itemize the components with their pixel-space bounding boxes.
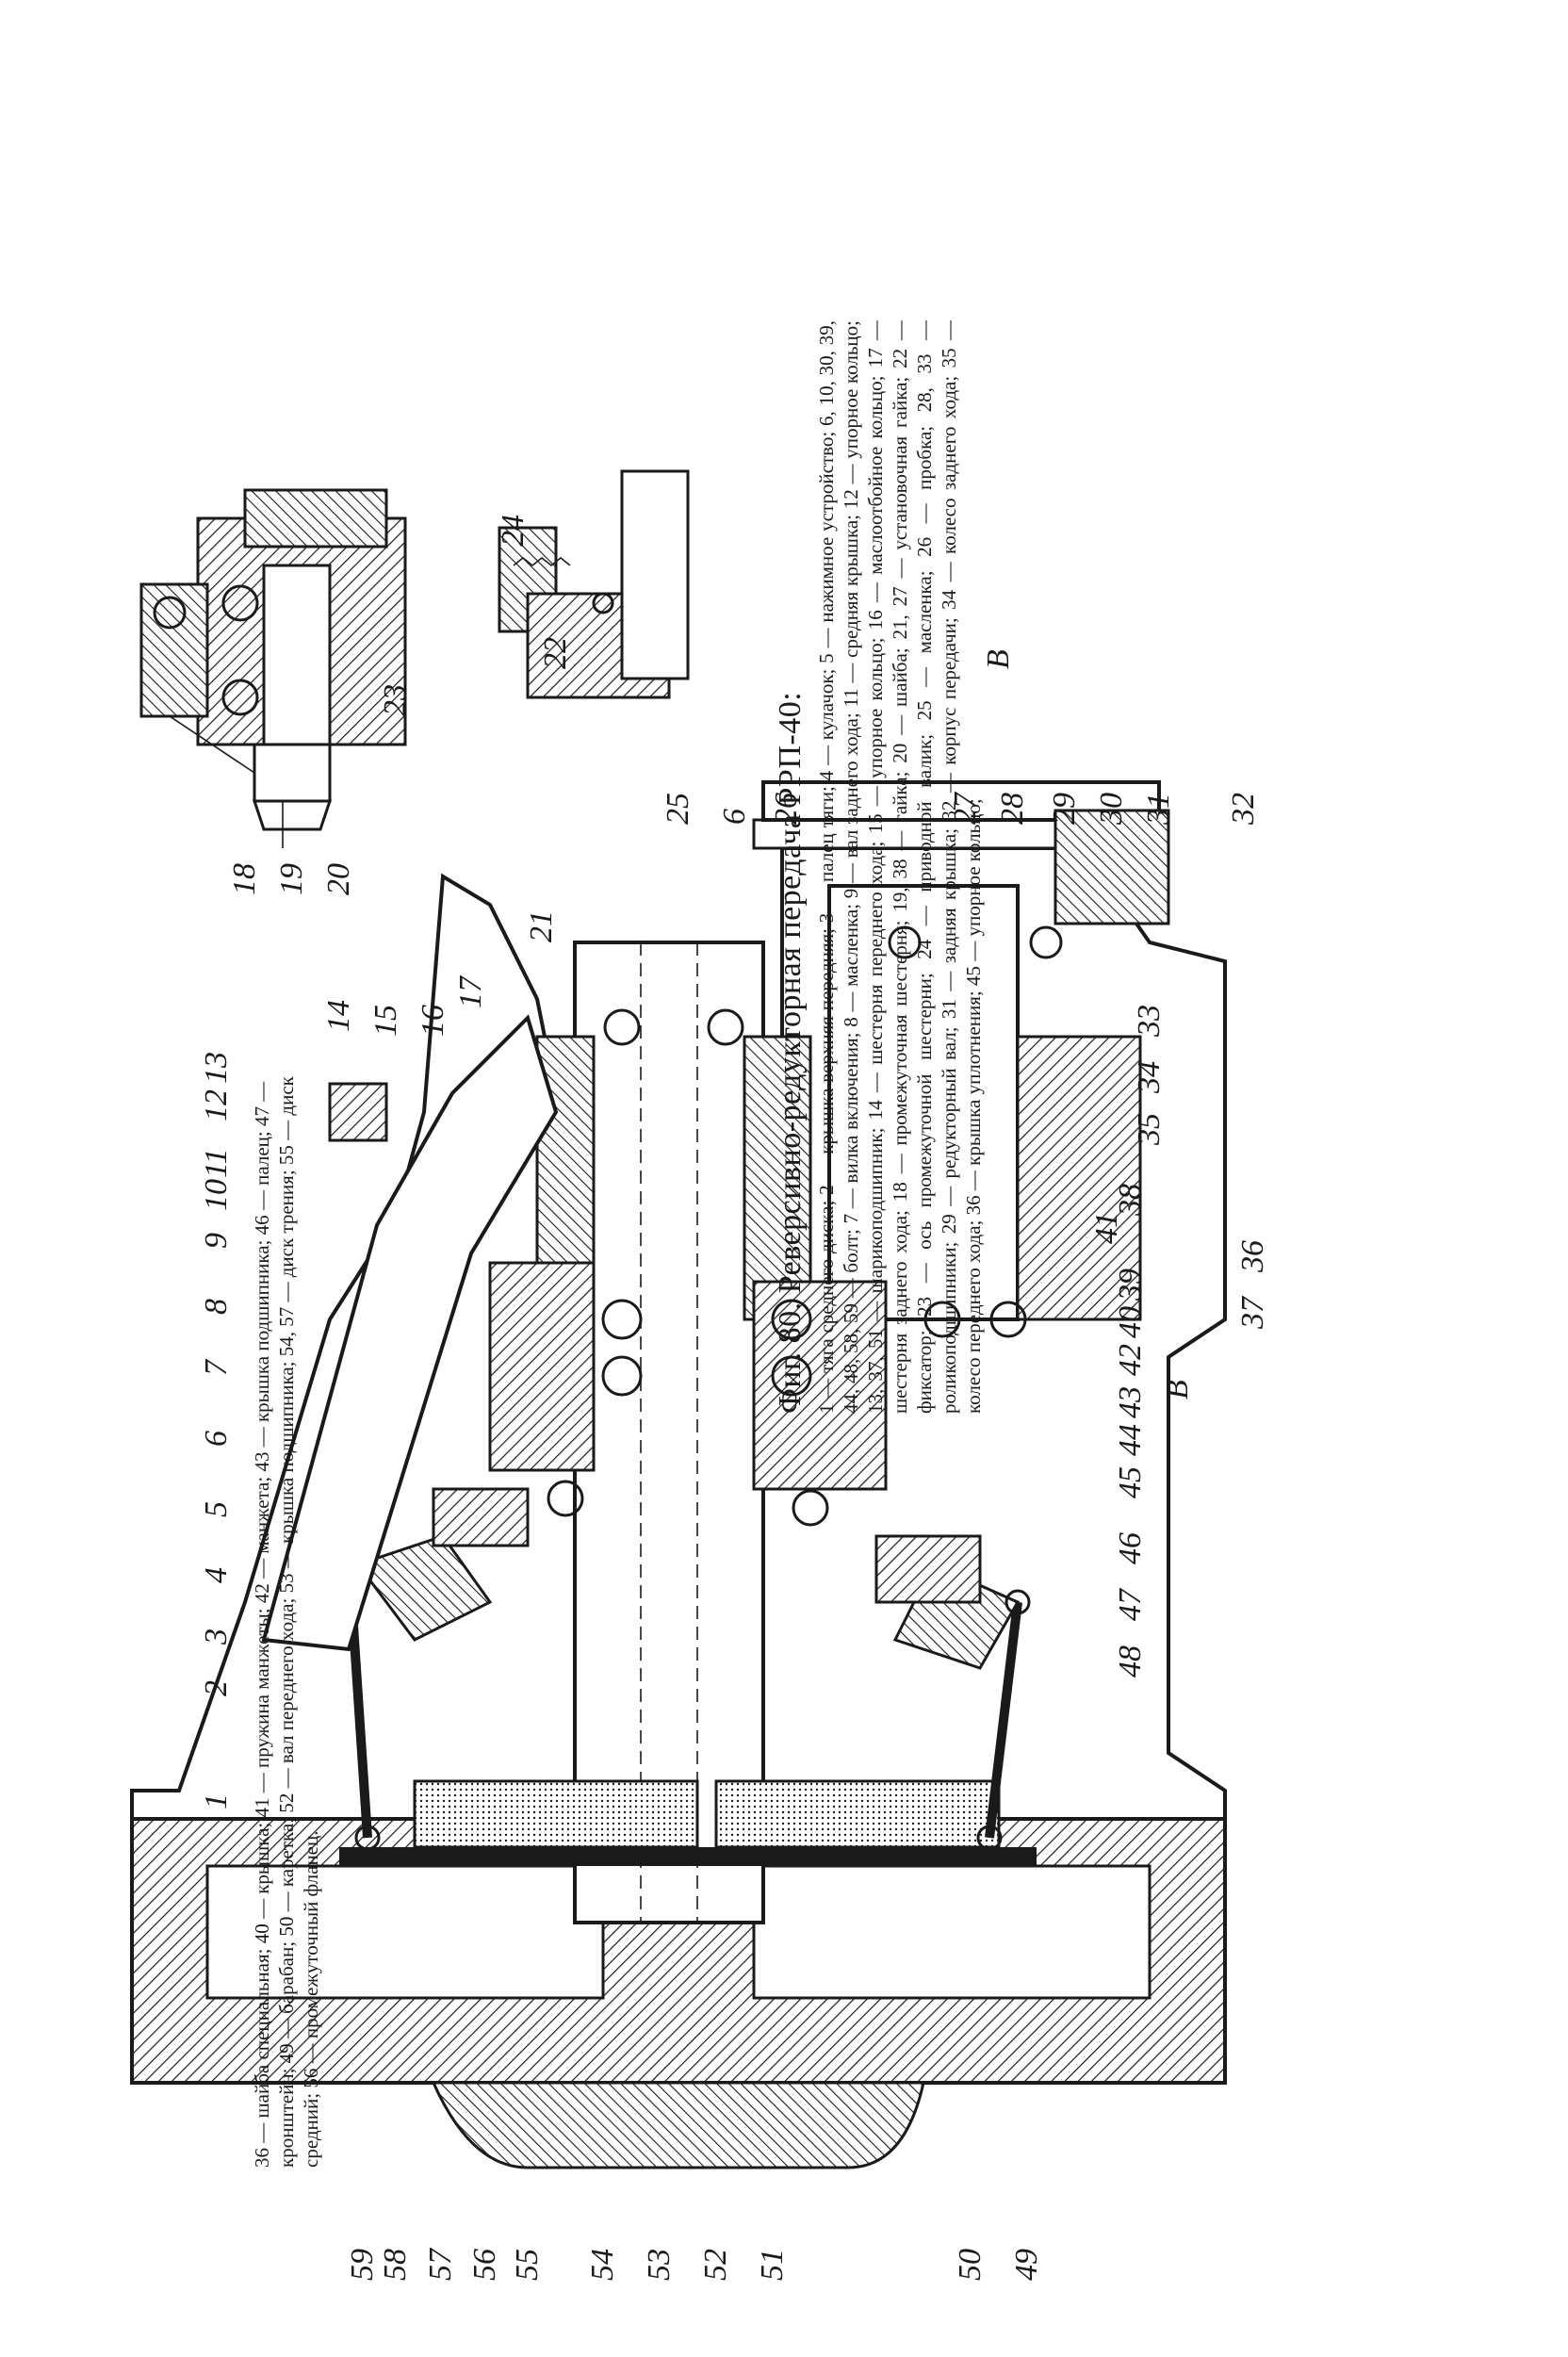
figure-title: Фиг. 80. Реверсивно-редукторная передача… bbox=[773, 691, 808, 1414]
callout-label: 23 bbox=[378, 684, 413, 716]
callout-label: 49 bbox=[1009, 2249, 1044, 2281]
callout-label: 21 bbox=[524, 910, 559, 942]
callout-label: 29 bbox=[1047, 793, 1082, 825]
callout-label: 43 bbox=[1113, 1386, 1148, 1418]
callout-label: 46 bbox=[1113, 1532, 1148, 1564]
callout-label: 8 bbox=[199, 1299, 234, 1315]
inset-detail bbox=[139, 469, 690, 848]
callout-label: 34 bbox=[1132, 1061, 1167, 1094]
callout-label: 15 bbox=[368, 1005, 403, 1037]
callout-label: 59 bbox=[345, 2249, 380, 2281]
callout-label: 55 bbox=[510, 2249, 545, 2281]
callout-label: 10 bbox=[199, 1179, 234, 1211]
callout-label: 12 bbox=[199, 1089, 234, 1121]
callout-label: 9 bbox=[199, 1233, 234, 1249]
callout-label: 3 bbox=[199, 1629, 234, 1645]
callout-label: 7 bbox=[199, 1358, 234, 1376]
callout-labels: 59 58 57 56 55 54 53 52 51 50 49 1 2 3 4… bbox=[199, 515, 1270, 2281]
callout-label: 52 bbox=[698, 2249, 733, 2281]
callout-label: 51 bbox=[755, 2249, 790, 2281]
callout-label: 53 bbox=[642, 2249, 677, 2281]
callout-label: 20 bbox=[321, 863, 356, 895]
figure-legend: 1 — тяга среднего диска; 2 — крышка верх… bbox=[815, 320, 985, 1414]
callout-label: 28 bbox=[995, 793, 1030, 825]
callout-label: 25 bbox=[661, 793, 695, 825]
callout-label: 32 bbox=[1226, 793, 1261, 826]
callout-label: 42 bbox=[1113, 1344, 1148, 1376]
figure-legend-continued: 36 — шайба специальная; 40 — крышка; 41 … bbox=[251, 1076, 322, 2168]
callout-label: 33 bbox=[1132, 1005, 1167, 1038]
callout-label: 38 bbox=[1113, 1184, 1148, 1217]
callout-label: 19 bbox=[274, 863, 309, 895]
main-assembly bbox=[130, 780, 1227, 2169]
callout-label: 1 bbox=[199, 1793, 234, 1809]
callout-label: 47 bbox=[1113, 1587, 1148, 1621]
callout-label: 40 bbox=[1113, 1306, 1148, 1338]
callout-label: 36 bbox=[1235, 1240, 1270, 1273]
callout-label: 35 bbox=[1132, 1113, 1167, 1146]
callout-label: 4 bbox=[199, 1567, 234, 1583]
callout-label: 17 bbox=[453, 974, 488, 1008]
callout-label: 31 bbox=[1141, 793, 1176, 826]
callout-label: 30 bbox=[1094, 793, 1129, 826]
callout-label: 6 bbox=[717, 809, 752, 825]
friction-discs bbox=[339, 1779, 1037, 1866]
callout-label: 56 bbox=[467, 2249, 502, 2281]
callout-label: 45 bbox=[1113, 1466, 1148, 1498]
levers bbox=[340, 1487, 1031, 1851]
callout-label: 6 bbox=[199, 1431, 234, 1447]
callout-label: 13 bbox=[199, 1052, 234, 1084]
callout-label: 54 bbox=[585, 2249, 620, 2281]
callout-label: 5 bbox=[199, 1501, 234, 1517]
callout-label: 14 bbox=[321, 1000, 356, 1032]
callout-label: 27 bbox=[948, 791, 983, 825]
figure-caption-continued: 36 — шайба специальная; 40 — крышка; 41 … bbox=[250, 1008, 323, 2168]
callout-label: 58 bbox=[378, 2249, 413, 2281]
callout-label: 24 bbox=[496, 515, 531, 547]
callout-label: 48 bbox=[1113, 1645, 1148, 1678]
callout-label: 37 bbox=[1235, 1295, 1270, 1330]
callout-label: 39 bbox=[1113, 1269, 1148, 1301]
callout-label: 22 bbox=[538, 637, 573, 669]
callout-label: 2 bbox=[199, 1680, 234, 1696]
callout-label: 44 bbox=[1113, 1424, 1148, 1456]
callout-label: 57 bbox=[423, 2247, 458, 2281]
callout-label: 26 bbox=[769, 793, 804, 825]
figure-caption: Фиг. 80. Реверсивно-редукторная передача… bbox=[773, 320, 986, 1414]
callout-label: 11 bbox=[199, 1149, 234, 1178]
callout-label: B bbox=[981, 649, 1016, 669]
callout-label: 18 bbox=[227, 863, 262, 895]
callout-label: 41 bbox=[1089, 1212, 1124, 1244]
callout-label: 16 bbox=[416, 1005, 450, 1037]
callout-label: B bbox=[1160, 1380, 1195, 1399]
callout-label: 50 bbox=[953, 2249, 988, 2281]
